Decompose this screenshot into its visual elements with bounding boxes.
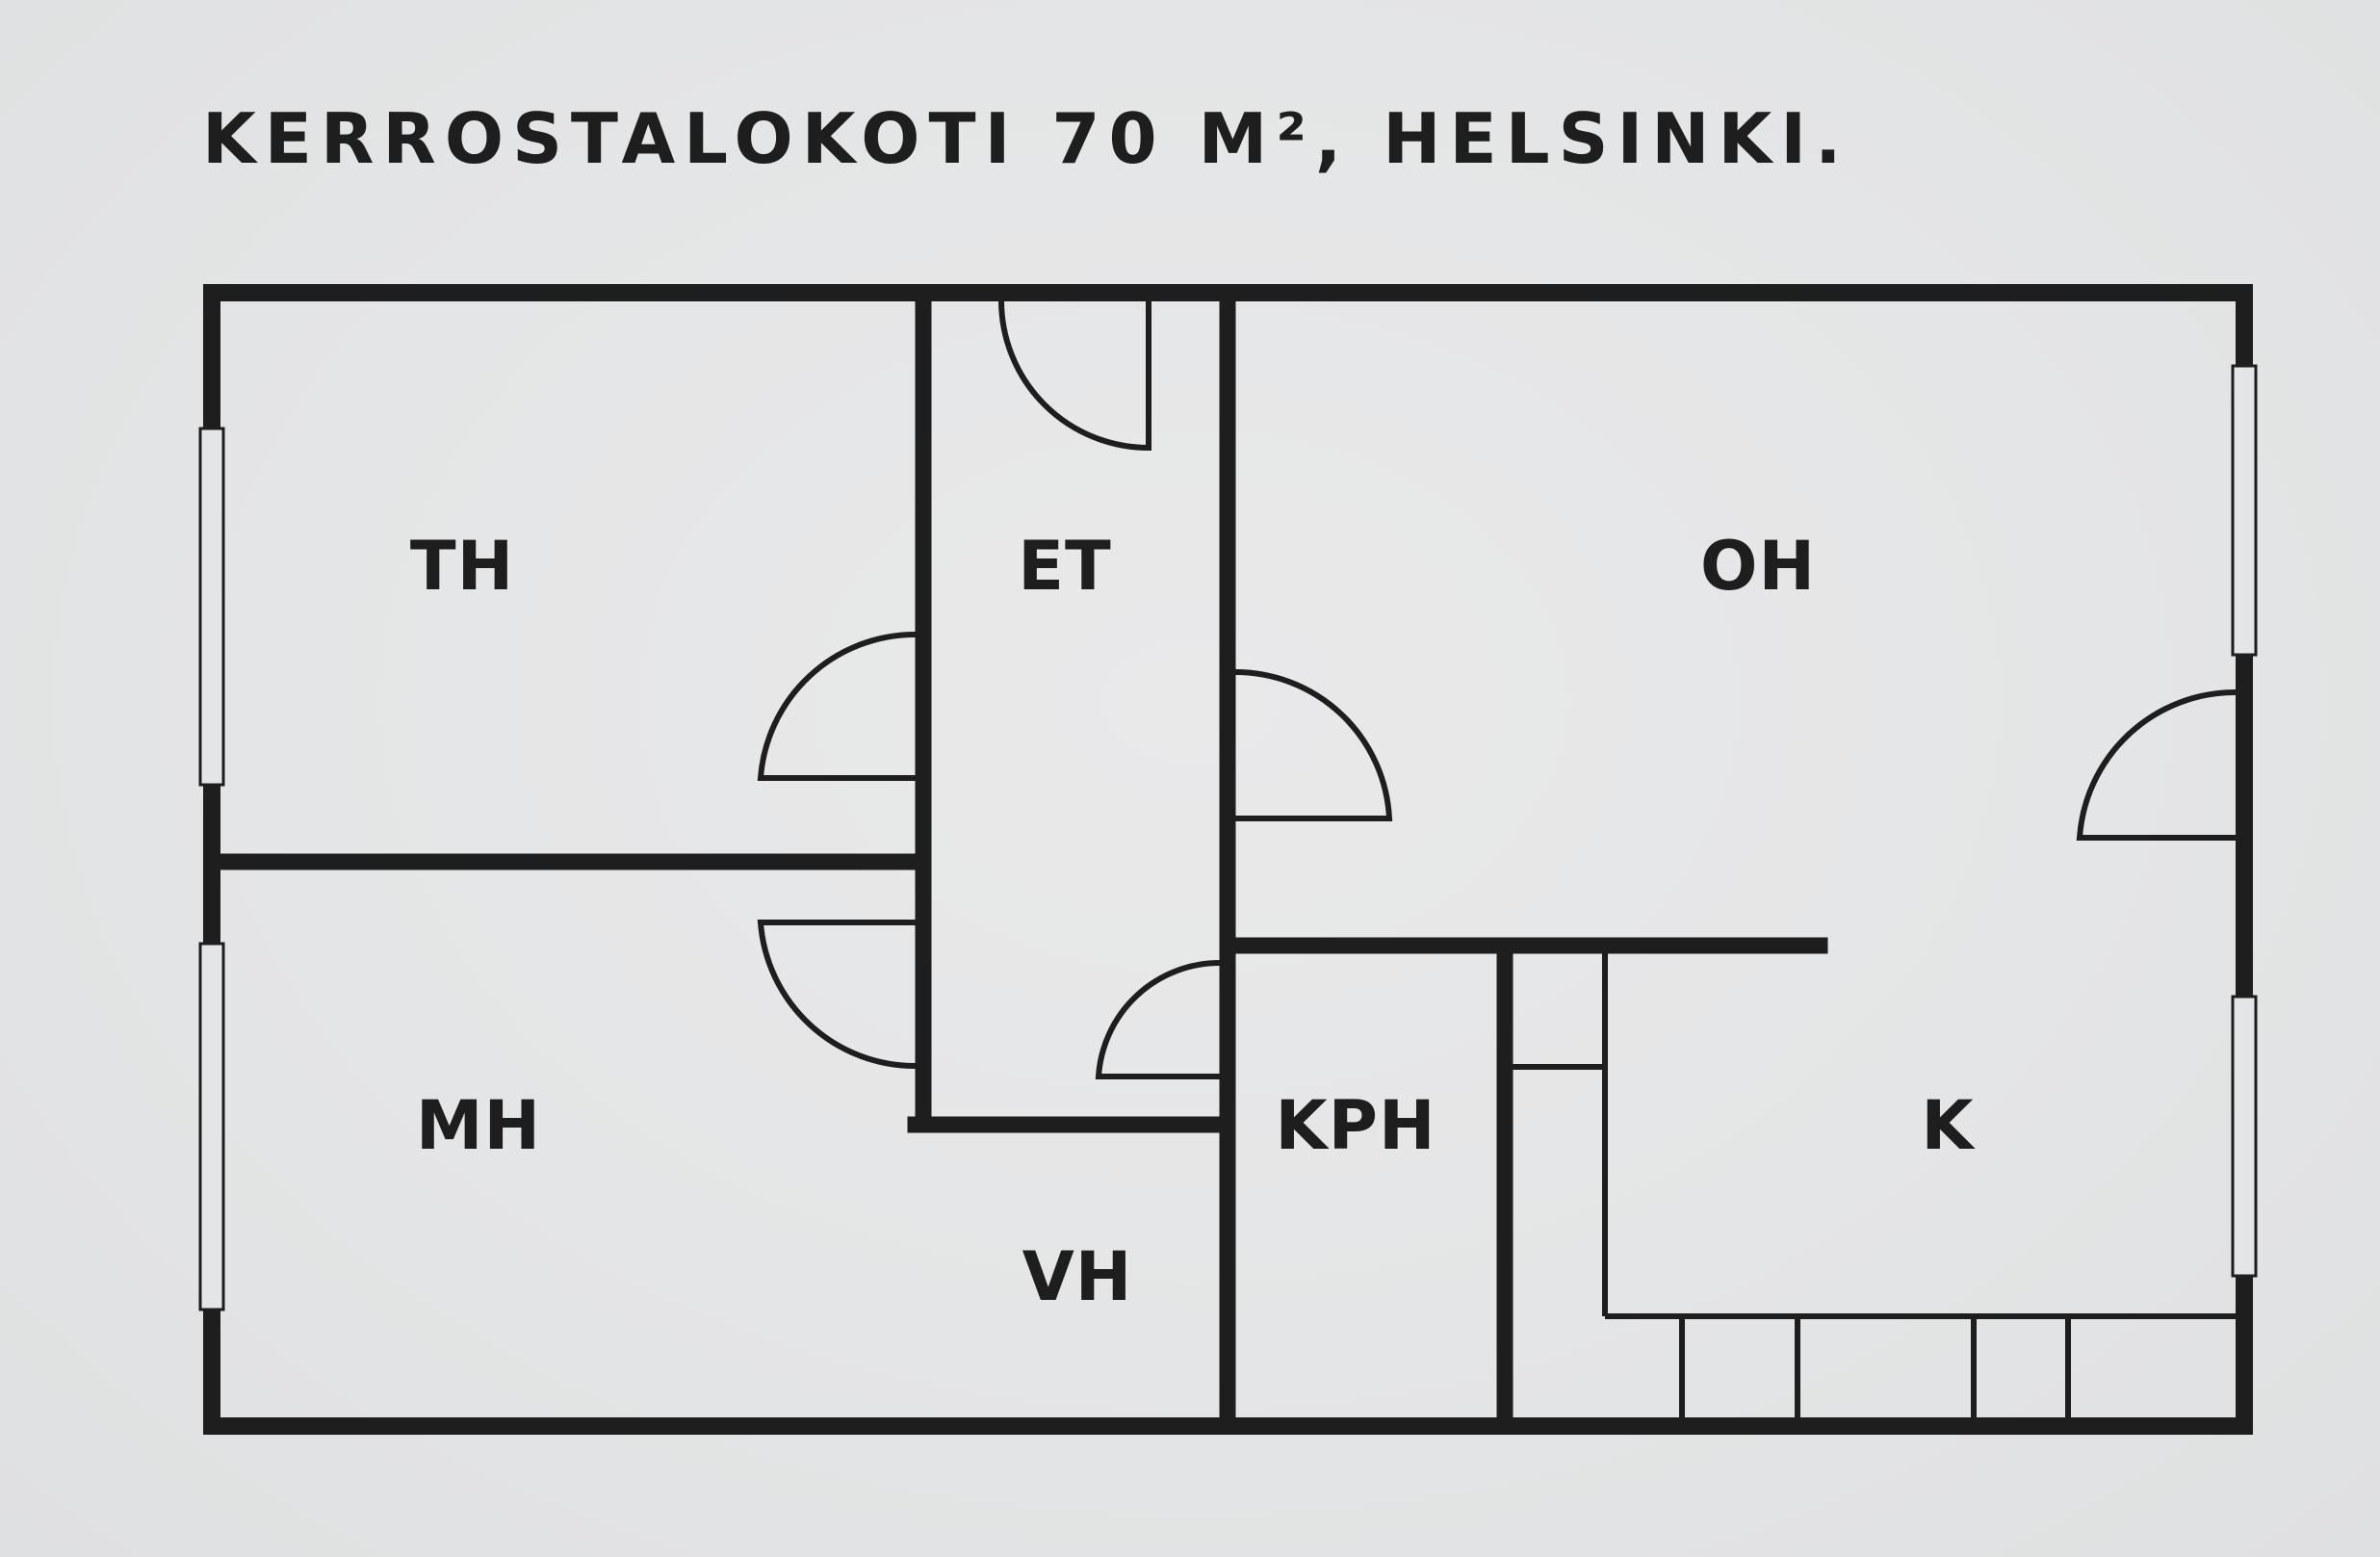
windows [198, 364, 2258, 1311]
door-entrance [998, 299, 1151, 452]
door-oh [1234, 668, 1393, 821]
doors [757, 299, 2237, 1079]
room-label-vh: VH [1022, 1237, 1133, 1316]
room-label-k: K [1921, 1086, 1976, 1165]
door-kph [1095, 959, 1221, 1079]
door-oh-right [2076, 688, 2237, 841]
interior-walls [212, 292, 1828, 1426]
room-label-et: ET [1018, 527, 1112, 606]
page-title: KERROSTALOKOTI 70 M², HELSINKI. [202, 98, 1850, 179]
window-mh [198, 942, 225, 1311]
door-mh [757, 920, 917, 1070]
kitchen-fixtures [1513, 953, 2236, 1417]
room-labels: TH ET OH MH KPH K VH [410, 527, 1976, 1316]
room-label-oh: OH [1700, 527, 1816, 606]
room-label-kph: KPH [1275, 1086, 1436, 1165]
window-oh [2231, 364, 2258, 657]
window-th [198, 427, 225, 787]
room-label-mh: MH [416, 1086, 541, 1165]
window-k [2231, 995, 2258, 1278]
door-th [757, 631, 917, 781]
room-label-th: TH [410, 527, 514, 606]
